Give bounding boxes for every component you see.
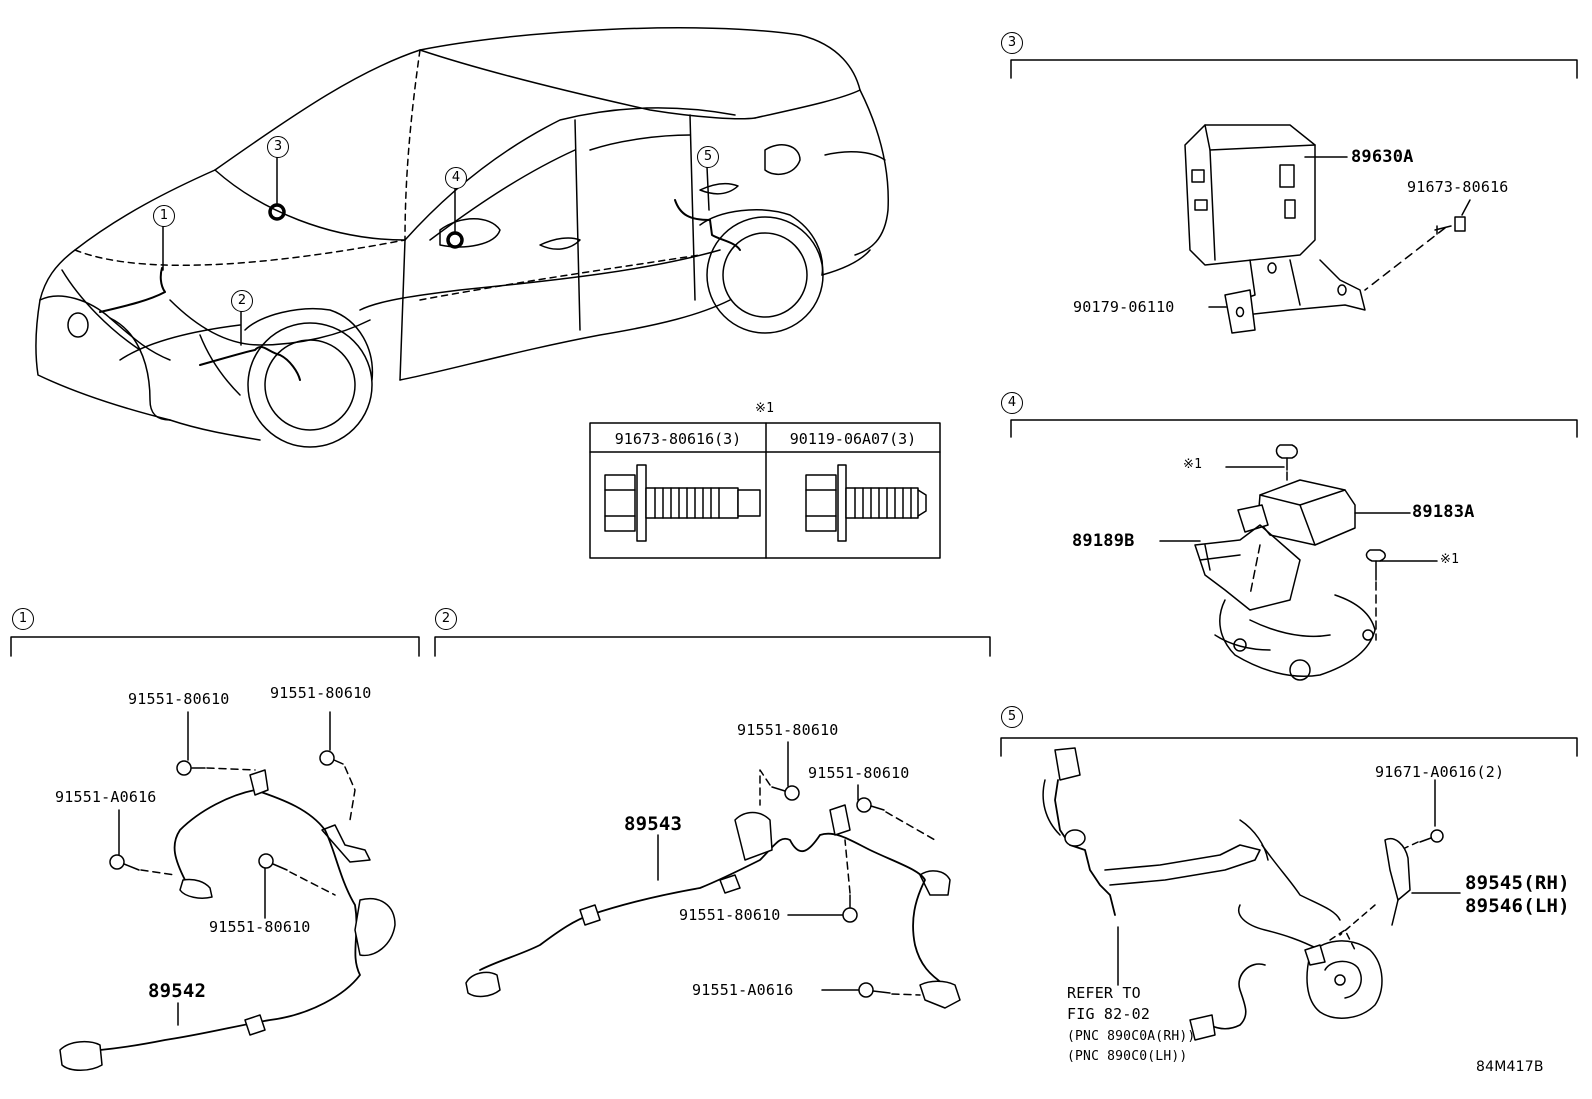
section-2-drawing	[466, 742, 960, 1008]
section-2-header-callout: 2	[435, 608, 457, 630]
table-col-1-header: 91673-80616(3)	[614, 430, 742, 448]
section-4-header-callout: 4	[1001, 392, 1023, 414]
pnc-lh-label: (PNC 890C0(LH))	[1067, 1049, 1188, 1064]
part-89183a-label: 89183A	[1412, 502, 1475, 522]
callout-2: 2	[231, 290, 253, 312]
pnc-rh-label: (PNC 890C0A(RH))	[1067, 1029, 1196, 1044]
sensor-89543-label: 89543	[624, 813, 683, 835]
bolt-91551-a0616-b-label: 91551-A0616	[692, 981, 794, 999]
sensor-89545-rh-label: 89545(RH)	[1465, 872, 1570, 894]
section-1-header-callout: 1	[12, 608, 34, 630]
note-mark-top: ※1	[1183, 457, 1203, 472]
section-4-sensor-drawing	[1160, 445, 1437, 680]
sensor-89546-lh-label: 89546(LH)	[1465, 895, 1570, 917]
note-mark-right: ※1	[1440, 552, 1460, 567]
callout-5: 5	[697, 146, 719, 168]
callout-3-point	[270, 205, 284, 219]
section-5-drawing	[1043, 748, 1460, 1040]
table-note-mark: ※1	[755, 401, 775, 416]
bolt-91551-80610-e-label: 91551-80610	[808, 764, 910, 782]
vehicle-illustration	[36, 28, 888, 447]
part-90179-06110-label: 90179-06110	[1073, 298, 1175, 316]
bolt-91551-80610-c-label: 91551-80610	[209, 918, 311, 936]
bolt-91551-80610-a-label: 91551-80610	[128, 690, 230, 708]
bolt-91551-80610-b-label: 91551-80610	[270, 684, 372, 702]
section-1-drawing	[60, 712, 395, 1070]
fastener-table-frame	[590, 423, 940, 558]
figure-code: 84M417B	[1476, 1059, 1544, 1075]
bolt-91551-80610-d-label: 91551-80610	[737, 721, 839, 739]
part-91673-80616-label: 91673-80616	[1407, 178, 1509, 196]
table-col-2-header: 90119-06A07(3)	[789, 430, 917, 448]
refer-fig-label: FIG 82-02	[1067, 1005, 1151, 1023]
callout-3: 3	[267, 136, 289, 158]
refer-to-label: REFER TO	[1067, 984, 1141, 1002]
callout-4-point	[448, 233, 462, 247]
callout-1: 1	[153, 205, 175, 227]
section-5-header-callout: 5	[1001, 706, 1023, 728]
bolt-91551-80610-f-label: 91551-80610	[679, 906, 781, 924]
section-3-ecu-drawing	[1185, 125, 1470, 333]
bolt-91551-a0616-label: 91551-A0616	[55, 788, 157, 806]
callout-4: 4	[445, 167, 467, 189]
section-3-header-callout: 3	[1001, 32, 1023, 54]
bolt-91671-a0616-label: 91671-A0616(2)	[1375, 763, 1505, 781]
section-frames	[11, 60, 1577, 756]
sensor-89542-label: 89542	[148, 980, 207, 1002]
part-89189b-label: 89189B	[1072, 531, 1135, 551]
part-89630a-label: 89630A	[1351, 147, 1414, 167]
